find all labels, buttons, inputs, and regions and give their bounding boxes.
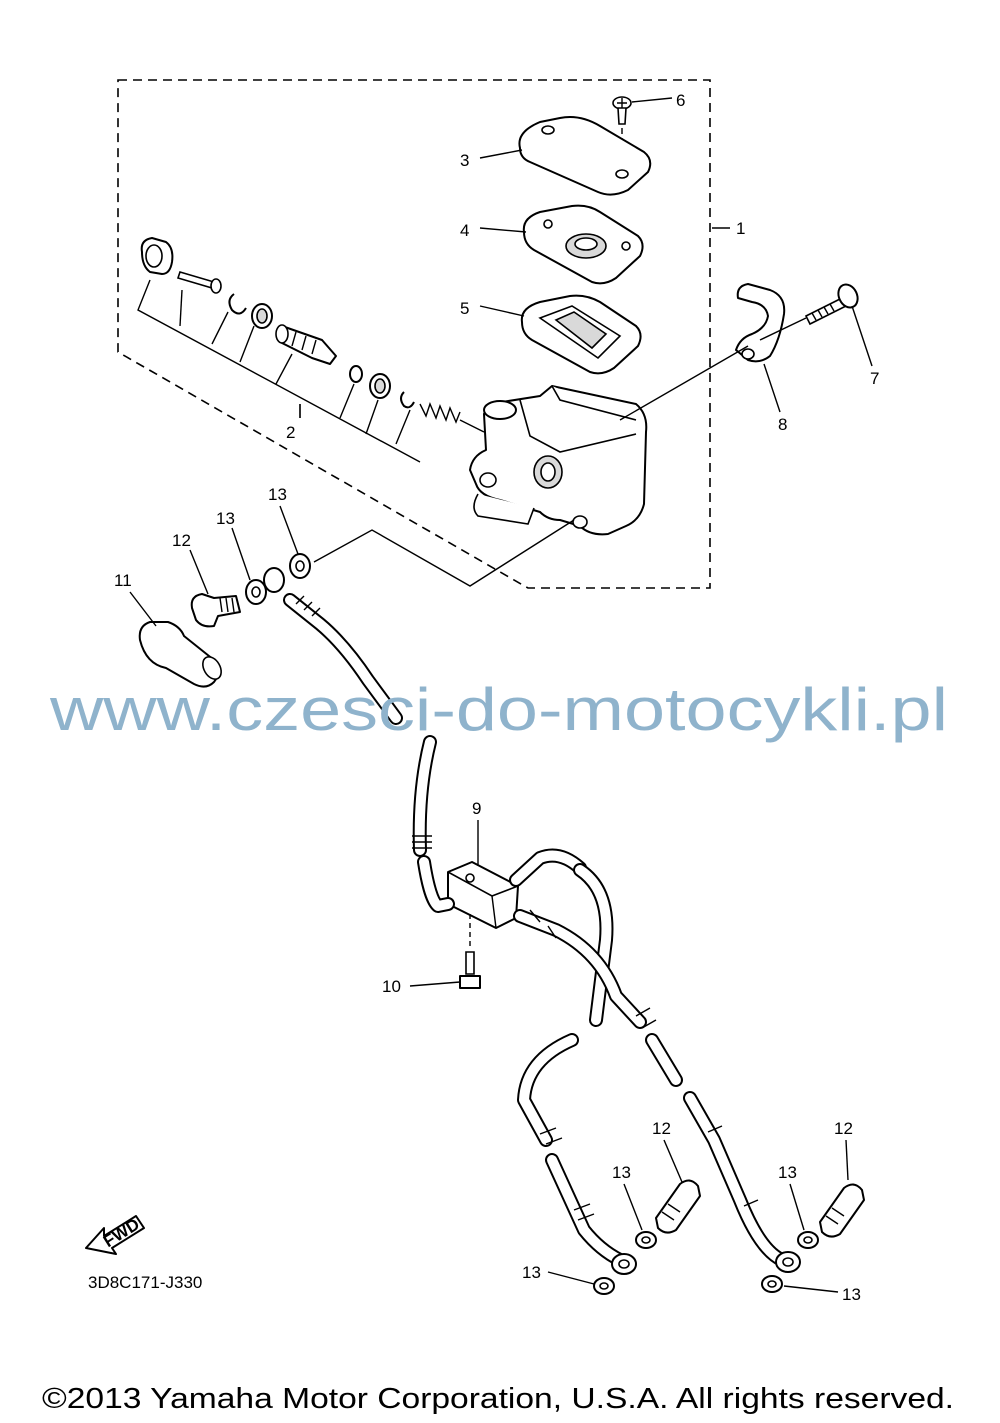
callout-6: 6	[676, 91, 685, 110]
part-9-brake-hose-joint	[447, 861, 519, 929]
callout-11: 11	[114, 571, 132, 590]
holder-leader	[619, 345, 749, 421]
bolt-leader	[759, 317, 807, 341]
callout-4: 4	[460, 221, 469, 240]
part-2-piston-kit	[137, 237, 485, 463]
part-4-diaphragm-plate	[522, 204, 644, 285]
part-11-union-bolt-cover	[138, 621, 222, 688]
callout-12-upper: 12	[172, 531, 191, 550]
callout-5: 5	[460, 299, 469, 318]
callout-13-lower-4: 13	[842, 1285, 861, 1304]
part-code: 3D8C171-J330	[88, 1273, 202, 1292]
brake-hose-upper	[263, 567, 437, 857]
part-3-reservoir-cap	[518, 116, 652, 196]
callout-13-lower-1: 13	[612, 1163, 631, 1182]
callout-9: 9	[472, 799, 481, 818]
master-cylinder-assembly-outline	[117, 79, 711, 589]
copyright-notice: ©2013 Yamaha Motor Corporation, U.S.A. A…	[42, 1383, 954, 1415]
master-cylinder-body	[469, 385, 648, 536]
part-7-holder-bolt	[804, 283, 859, 326]
callout-13-lower-3: 13	[522, 1263, 541, 1282]
part-13-washer-upper-right	[289, 553, 311, 579]
callout-3: 3	[460, 151, 469, 170]
callout-labels: 1 2 3 4 5 6 7 8 9 10 11 12 13 13 12 12 1…	[114, 91, 879, 1304]
callout-1: 1	[736, 219, 745, 238]
callout-2: 2	[286, 423, 295, 442]
callout-leaders	[129, 97, 873, 1293]
part-13-washer-lower-2	[593, 1277, 615, 1295]
union-leader	[313, 519, 575, 587]
callout-13-upper-right: 13	[268, 485, 287, 504]
callout-13-upper-left: 13	[216, 509, 235, 528]
callout-13-lower-2: 13	[778, 1163, 797, 1182]
brake-hose-right	[513, 909, 801, 1273]
part-5-diaphragm	[520, 294, 642, 375]
brake-hose-left	[517, 863, 637, 1275]
callout-7: 7	[870, 369, 879, 388]
watermark-text: www.czesci-do-motocykli.pl	[49, 676, 948, 743]
part-13-washer-upper-left	[245, 579, 267, 605]
callout-8: 8	[778, 415, 787, 434]
callout-12-lower-left: 12	[652, 1119, 671, 1138]
part-12-union-bolt-upper	[190, 593, 241, 628]
spring	[419, 402, 461, 424]
part-8-master-cylinder-holder	[735, 283, 786, 363]
part-13-washer-lower-4	[761, 1275, 783, 1293]
fwd-arrow-icon: FWD	[85, 1215, 145, 1255]
callout-12-lower-right: 12	[834, 1119, 853, 1138]
callout-10: 10	[382, 977, 401, 996]
part-12-union-bolt-lower-left	[655, 1179, 701, 1234]
part-13-washer-lower-3	[797, 1231, 819, 1249]
part-13-washer-lower-1	[635, 1231, 657, 1249]
part-10-bolt	[459, 914, 481, 989]
part-12-union-bolt-lower-right	[819, 1183, 865, 1238]
